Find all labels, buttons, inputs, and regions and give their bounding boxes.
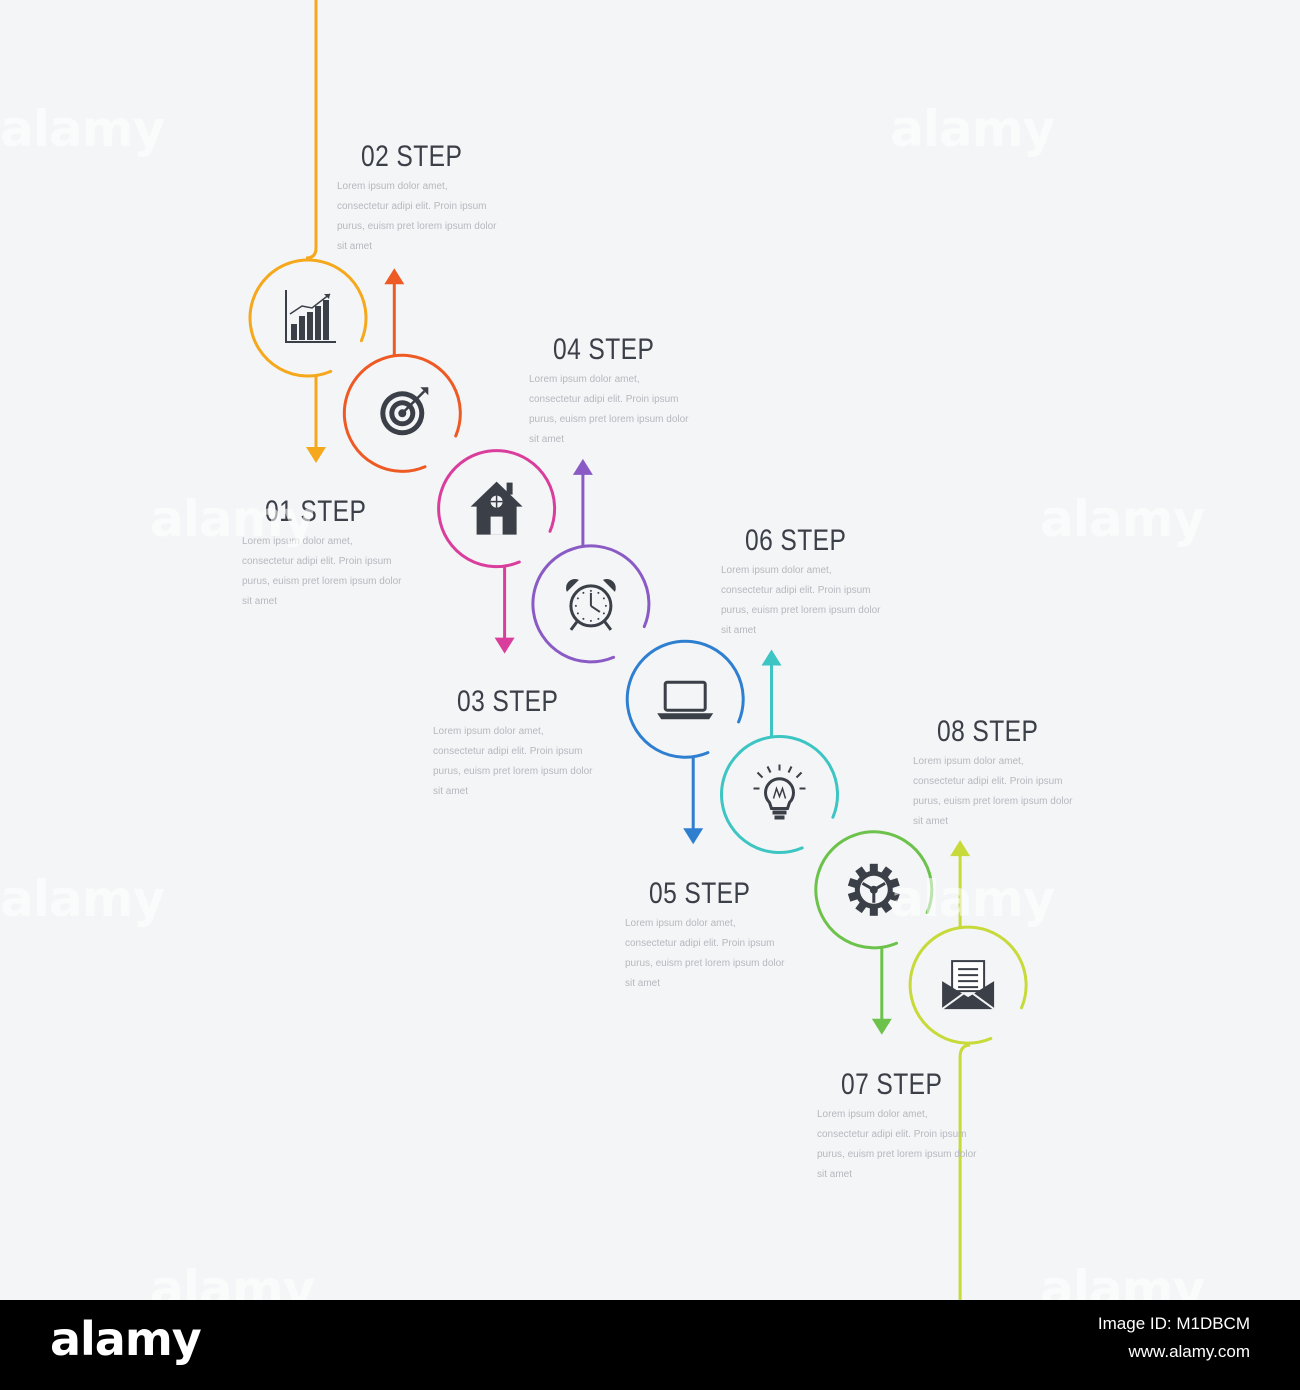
step-ring bbox=[437, 449, 557, 569]
arrow-down-icon bbox=[306, 447, 326, 463]
arrow-up-icon bbox=[761, 649, 782, 666]
step-description: Lorem ipsum dolor amet, consectetur adip… bbox=[529, 374, 689, 445]
step-ring bbox=[908, 925, 1028, 1045]
step-description: Lorem ipsum dolor amet, consectetur adip… bbox=[721, 565, 881, 636]
footer-image-info: Image ID: M1DBCM www.alamy.com bbox=[1098, 1314, 1250, 1362]
arrow-up-icon bbox=[384, 268, 405, 285]
watermark-text: alamy bbox=[1040, 490, 1205, 548]
arrow-up-icon bbox=[572, 458, 593, 475]
step-ring bbox=[625, 639, 745, 759]
step-description: Lorem ipsum dolor amet, consectetur adip… bbox=[817, 1109, 977, 1180]
alarm-clock-icon bbox=[566, 579, 616, 631]
step-description: Lorem ipsum dolor amet, consectetur adip… bbox=[337, 181, 497, 252]
entry-line bbox=[305, 0, 318, 260]
watermark-text: alamy bbox=[150, 490, 315, 548]
step-description: Lorem ipsum dolor amet, consectetur adip… bbox=[433, 726, 593, 797]
envelope-icon bbox=[941, 960, 995, 1010]
step-description: Lorem ipsum dolor amet, consectetur adip… bbox=[625, 918, 785, 989]
step-ring bbox=[720, 735, 839, 854]
watermark-text: alamy bbox=[0, 870, 165, 928]
step-title: 05 STEP bbox=[649, 877, 751, 910]
step-ring bbox=[248, 258, 368, 378]
step-title: 01 STEP bbox=[265, 495, 367, 528]
step-title: 08 STEP bbox=[937, 715, 1039, 748]
step-description: Lorem ipsum dolor amet, consectetur adip… bbox=[242, 536, 402, 607]
step-ring bbox=[531, 544, 651, 664]
arrow-down-icon bbox=[871, 1018, 892, 1035]
target-icon bbox=[380, 387, 429, 436]
home-icon bbox=[470, 481, 523, 535]
lightbulb-icon bbox=[753, 764, 806, 820]
arrow-up-icon bbox=[950, 840, 971, 857]
step-ring bbox=[814, 830, 934, 950]
step-description: Lorem ipsum dolor amet, consectetur adip… bbox=[913, 756, 1073, 827]
step-title: 06 STEP bbox=[745, 524, 847, 557]
step-title: 07 STEP bbox=[841, 1068, 943, 1101]
bar-chart-icon bbox=[285, 290, 336, 343]
footer-logo: alamy bbox=[50, 1312, 202, 1366]
gear-icon bbox=[847, 863, 900, 916]
watermark-text: alamy bbox=[0, 100, 165, 158]
step-ring bbox=[342, 353, 462, 473]
exit-line bbox=[958, 1043, 971, 1300]
arrow-down-icon bbox=[494, 637, 515, 654]
watermark-text: alamy bbox=[890, 870, 1055, 928]
timeline-diagram bbox=[248, 0, 1028, 1300]
footer-url[interactable]: www.alamy.com bbox=[1128, 1342, 1250, 1361]
step-title: 04 STEP bbox=[553, 333, 655, 366]
image-id-text: Image ID: M1DBCM bbox=[1097, 1314, 1250, 1333]
footer-bar: alamy Image ID: M1DBCM www.alamy.com bbox=[0, 1300, 1300, 1390]
watermark-text: alamy bbox=[890, 100, 1055, 158]
laptop-icon bbox=[657, 680, 714, 720]
step-title: 03 STEP bbox=[457, 685, 559, 718]
step-title: 02 STEP bbox=[361, 140, 463, 173]
arrow-down-icon bbox=[683, 828, 704, 845]
